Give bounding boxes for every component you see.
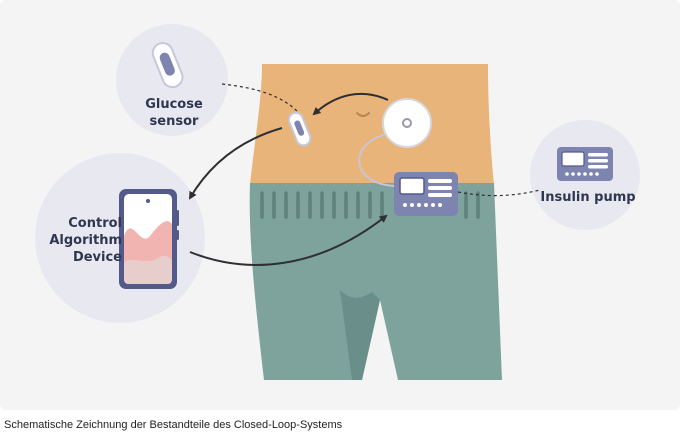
glucose-sensor-icon	[287, 111, 312, 147]
smartphone-icon	[119, 189, 179, 289]
infusion-set-icon	[382, 98, 432, 148]
control-device-label-line1: Control	[68, 216, 122, 231]
arrow-patch-to-sensor	[312, 92, 389, 116]
control-device-label-line3: Device	[72, 250, 122, 265]
navel	[356, 112, 370, 117]
glucose-sensor-label-line2: sensor	[149, 114, 199, 129]
glucose-sensor-bubble-icon	[151, 42, 184, 89]
figure-caption: Schematische Zeichnung der Bestandteile …	[4, 419, 343, 431]
arrow-device-to-pump	[189, 214, 388, 266]
pants-shadow	[340, 290, 380, 380]
insulin-pump-label: Insulin pump	[540, 190, 636, 205]
waistband-stripes	[260, 191, 480, 219]
insulin-pump-bubble-icon	[557, 147, 613, 181]
control-device-label-line2: Algorithm	[49, 233, 122, 248]
glucose-sensor-label: Glucose sensor	[128, 96, 220, 130]
pump-dashed-connector	[457, 189, 541, 197]
control-device-label: Control Algorithm Device	[26, 215, 122, 266]
insulin-pump-icon	[394, 172, 458, 216]
pants	[249, 183, 502, 380]
glucose-sensor-label-line1: Glucose	[145, 97, 203, 112]
arrow-sensor-to-device	[188, 127, 283, 200]
torso-skin	[250, 64, 494, 185]
closed-loop-diagram	[0, 0, 680, 410]
